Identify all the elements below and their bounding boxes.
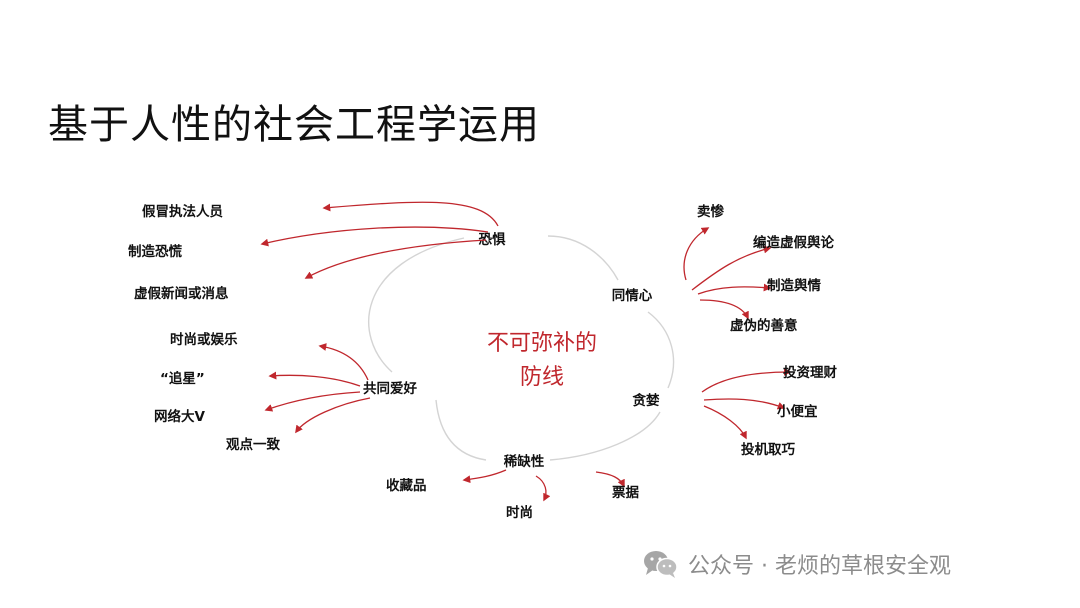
watermark-text: 公众号 · 老烦的草根安全观 <box>688 554 951 579</box>
branch-greed-invest <box>701 368 792 393</box>
branch-sympathy-kindness <box>699 299 749 320</box>
cycle-arc-hobby-fear <box>368 237 465 373</box>
branch-hobby-idol <box>268 371 361 387</box>
slide-title: 基于人性的社会工程学运用 <box>48 102 540 148</box>
node-fear: 恐惧 <box>479 232 506 248</box>
leaf-sympathy-kindness: 虚伪的善意 <box>730 317 798 334</box>
cycle-arc-scarcity-hobby <box>435 399 487 461</box>
leaf-greed-speculate: 投机取巧 <box>741 441 795 458</box>
leaf-scarcity-collectible: 收藏品 <box>386 477 427 494</box>
branch-fear-impersonate <box>322 201 499 227</box>
leaf-sympathy-opinion: 编造虚假舆论 <box>753 234 834 251</box>
leaf-greed-invest: 投资理财 <box>783 364 837 381</box>
branch-scarcity-collectible <box>462 469 507 484</box>
leaf-scarcity-fashion: 时尚 <box>506 504 533 521</box>
cycle-arc-greed-scarcity <box>549 411 661 461</box>
branch-fear-panic <box>260 226 489 247</box>
wechat-icon <box>642 548 680 580</box>
node-scarcity: 稀缺性 <box>504 453 545 470</box>
leaf-fear-panic: 制造恐慌 <box>128 243 182 260</box>
cycle-arc-sympathy-greed <box>647 311 675 389</box>
node-greed: 贪婪 <box>632 392 661 409</box>
branch-scarcity-fashion <box>535 475 551 502</box>
branch-greed-smallgain <box>703 398 786 410</box>
leaf-hobby-influencer: 网络大V <box>154 408 205 425</box>
leaf-fear-fakenews: 虚假新闻或消息 <box>134 285 229 302</box>
branch-hobby-consensus <box>295 397 371 434</box>
center-line1: 不可弥补的 <box>487 331 597 356</box>
leaf-sympathy-sob: 卖惨 <box>697 203 725 220</box>
watermark: 公众号 · 老烦的草根安全观 <box>642 548 951 580</box>
center-line2: 防线 <box>520 365 564 390</box>
branch-sympathy-sob <box>683 227 710 281</box>
leaf-hobby-entertainment: 时尚或娱乐 <box>170 331 238 348</box>
branch-sympathy-sentiment <box>697 283 772 295</box>
cycle-arc-fear-sympathy <box>547 235 619 281</box>
node-sympathy: 同情心 <box>612 287 653 304</box>
branch-greed-speculate <box>703 405 747 440</box>
leaf-greed-smallgain: 小便宜 <box>777 403 818 420</box>
leaf-fear-impersonate: 假冒执法人员 <box>142 203 223 220</box>
branch-sympathy-opinion <box>691 245 772 291</box>
leaf-sympathy-sentiment: 制造舆情 <box>767 277 821 294</box>
leaf-scarcity-ticket: 票据 <box>612 484 640 501</box>
leaf-hobby-idol: “追星” <box>160 370 205 387</box>
leaf-hobby-consensus: 观点一致 <box>226 436 280 453</box>
node-hobby: 共同爱好 <box>363 380 417 397</box>
branch-fear-fakenews <box>304 239 487 279</box>
branch-hobby-entertainment <box>318 343 369 381</box>
branch-hobby-influencer <box>264 391 361 412</box>
branch-scarcity-ticket <box>595 471 625 488</box>
